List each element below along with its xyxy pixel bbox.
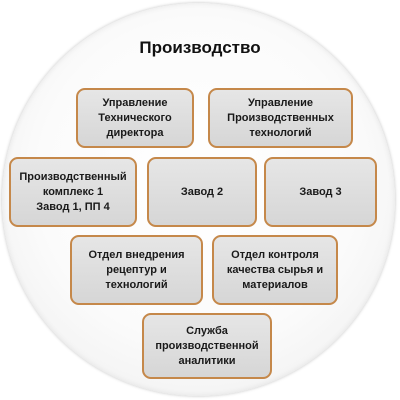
unit-production-analytics: Служба производственной аналитики (142, 313, 272, 379)
unit-recipe-implementation: Отдел внедрения рецептур и технологий (70, 235, 203, 305)
unit-production-complex-1: Производственный комплекс 1 Завод 1, ПП … (9, 157, 137, 227)
unit-production-technologies: Управление Производственных технологий (208, 88, 353, 148)
diagram-title: Производство (139, 38, 261, 57)
unit-plant-2: Завод 2 (147, 157, 257, 227)
unit-technical-director: Управление Технического директора (76, 88, 194, 148)
unit-plant-3: Завод 3 (264, 157, 377, 227)
unit-quality-control: Отдел контроля качества сырья и материал… (212, 235, 338, 305)
